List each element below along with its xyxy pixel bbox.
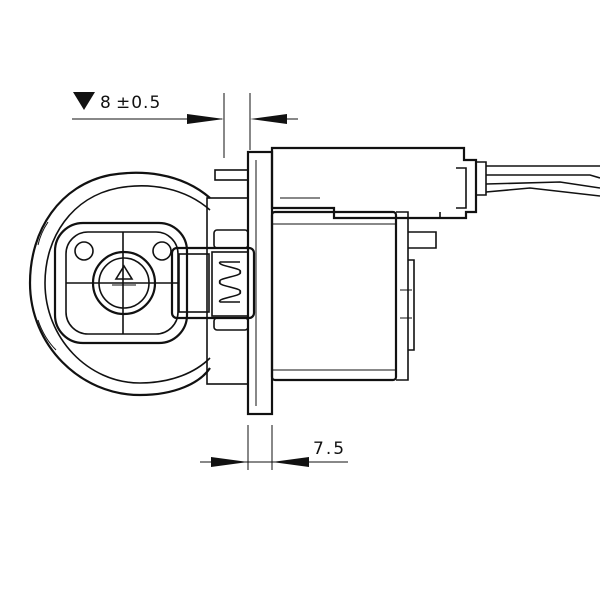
wire-2 <box>486 174 600 179</box>
latch-bottom-tab <box>213 317 249 331</box>
flange-collar <box>206 197 249 385</box>
spring-coil <box>219 261 241 303</box>
pin-hole-left <box>74 241 94 261</box>
central-boss-outer <box>91 250 157 316</box>
top-dimension: 8 ±0.5 <box>72 92 298 158</box>
bottom-arrow-right <box>272 457 309 467</box>
plug-face <box>28 171 211 397</box>
latch-lip <box>178 253 210 313</box>
rear-cylinder <box>270 210 398 382</box>
top-arrow-left <box>187 114 224 124</box>
flange-plate <box>246 150 274 416</box>
bottom-dimension-value: 7.5 <box>313 439 346 459</box>
latch-top-tab <box>213 229 249 249</box>
central-boss-inner <box>98 257 150 309</box>
outer-round-housing <box>28 171 211 397</box>
flange-pin <box>214 169 249 181</box>
top-arrow-right <box>250 114 287 124</box>
rear-cap <box>396 211 437 381</box>
bottom-dimension: 7.5 <box>200 425 348 470</box>
strain-relief <box>476 161 487 196</box>
bottom-arrow-left <box>211 457 248 467</box>
cable-block-outline <box>270 146 478 220</box>
latch-body <box>170 246 256 320</box>
warning-triangle-icon <box>114 264 134 280</box>
socket-frame-outer <box>53 221 189 345</box>
housing-inner-ring <box>44 185 211 384</box>
flatness-triangle-icon <box>73 92 95 110</box>
wire-4 <box>485 187 600 197</box>
pin-hole-right <box>152 241 172 261</box>
latch-assembly <box>170 229 256 331</box>
top-dimension-value: 8 <box>100 93 111 113</box>
cable-block-notch <box>439 167 467 218</box>
top-dimension-tolerance: ±0.5 <box>116 93 161 113</box>
wires <box>485 165 600 197</box>
wire-3 <box>485 181 600 189</box>
rear-body <box>270 210 437 382</box>
mounting-flange <box>206 150 274 416</box>
cable-block <box>270 146 487 220</box>
housing-ring-2 <box>37 221 57 351</box>
